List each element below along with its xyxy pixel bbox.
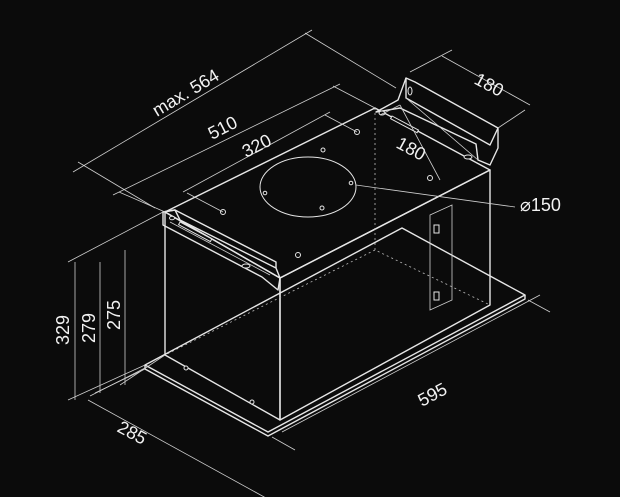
air-outlet-circle: [259, 156, 357, 218]
front-face-details: [183, 365, 255, 405]
dim-279: 279: [79, 313, 99, 343]
dim-510: 510: [205, 112, 241, 143]
right-face-details: [429, 204, 453, 311]
dim-275: 275: [104, 300, 124, 330]
dim-595: 595: [414, 379, 450, 411]
dim-285: 285: [114, 417, 150, 449]
dimension-labels: max. 564 510 320 180 180 ⌀150 595 285 32…: [53, 65, 561, 448]
dim-diameter-150: ⌀150: [520, 195, 561, 215]
right-bracket: [375, 77, 499, 166]
dim-320: 320: [239, 130, 275, 161]
dimension-lines: [67, 29, 551, 497]
left-bracket: [162, 209, 281, 291]
dim-180-bracket: 180: [471, 69, 507, 101]
dim-180-spacing: 180: [393, 133, 429, 165]
dim-329: 329: [53, 315, 73, 345]
bottom-plate: [144, 227, 526, 437]
hood-body: [164, 107, 491, 421]
dim-max-564: max. 564: [149, 65, 223, 120]
